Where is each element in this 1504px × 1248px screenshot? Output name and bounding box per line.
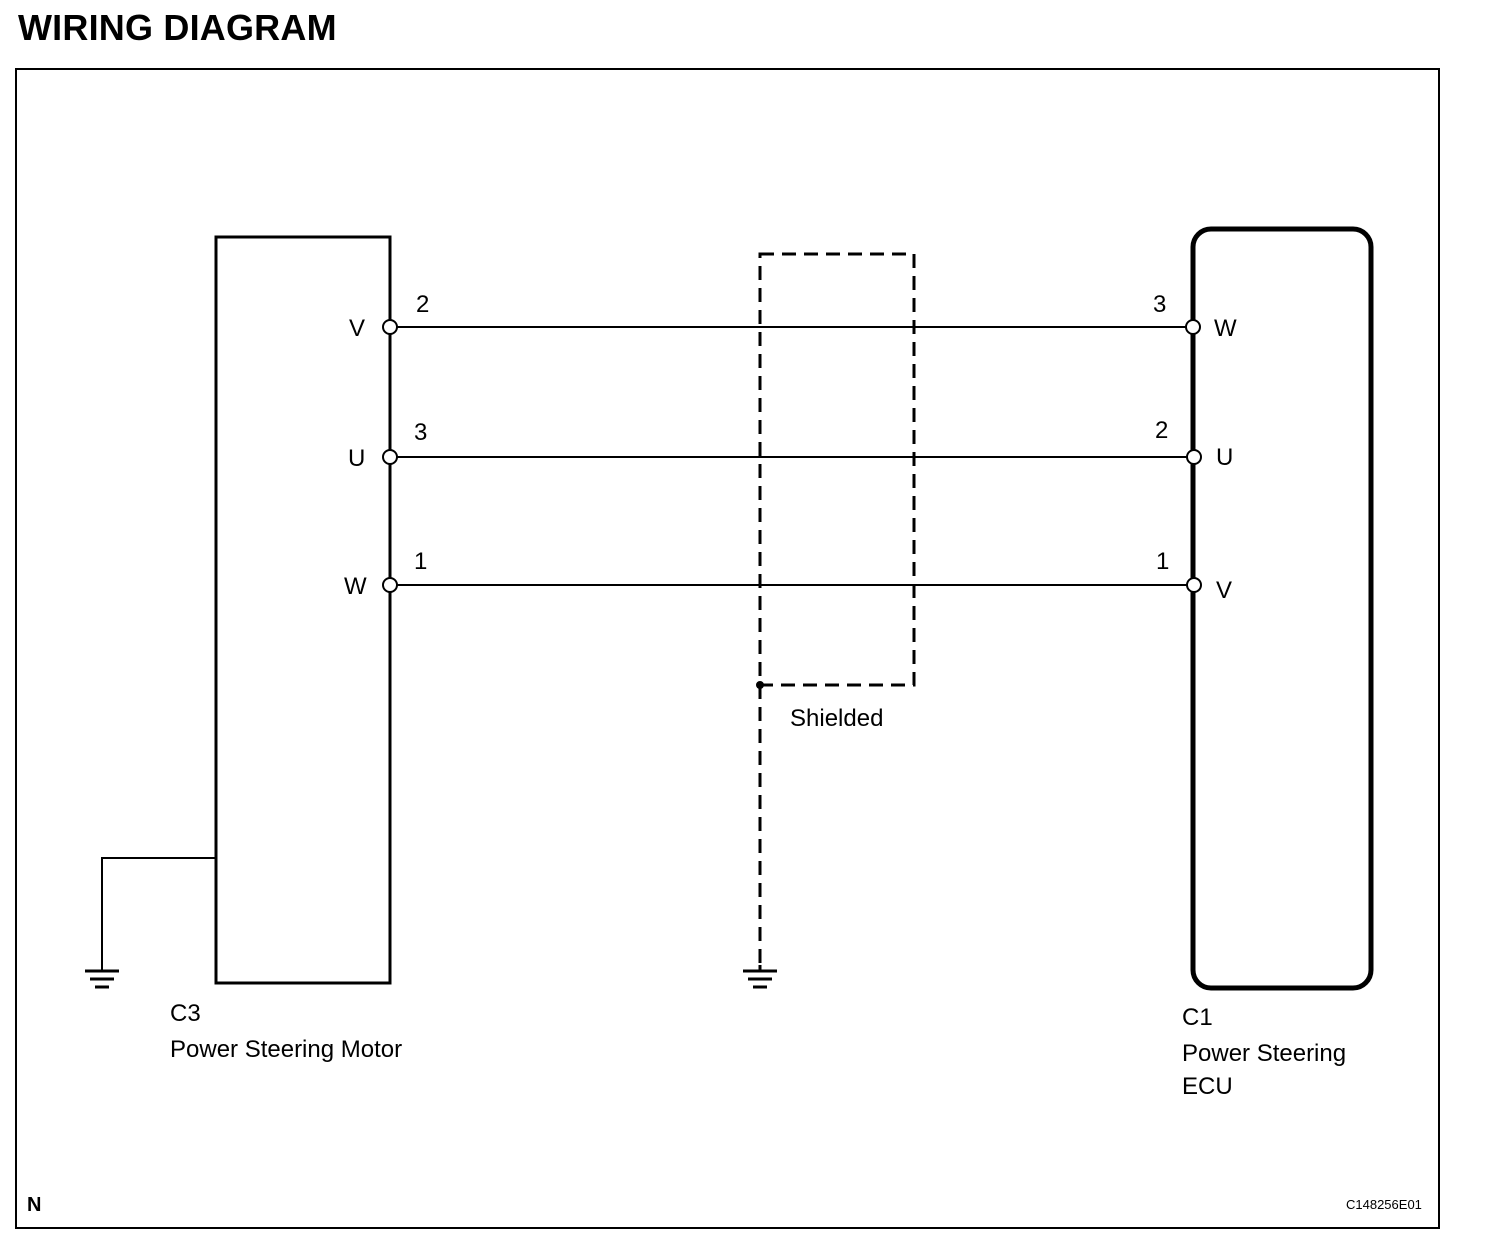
- motor-ground-icon: [85, 969, 119, 989]
- shield-box: [758, 252, 916, 687]
- ecu-connector-id: C1: [1182, 1004, 1213, 1031]
- motor-block: [214, 235, 392, 985]
- motor-pin-number: 1: [414, 548, 427, 575]
- ecu-phase-label: U: [1216, 444, 1233, 471]
- motor-phase-label: U: [348, 445, 365, 472]
- motor-phase-label: W: [344, 573, 367, 600]
- ecu-pin-number: 1: [1156, 548, 1169, 575]
- terminal-ecu-v: [1186, 577, 1202, 593]
- terminal-motor-w: [382, 577, 398, 593]
- footer-mark: N: [27, 1194, 41, 1216]
- figure-code: C148256E01: [1346, 1197, 1422, 1212]
- ecu-phase-label: V: [1216, 577, 1232, 604]
- page-title: WIRING DIAGRAM: [18, 7, 337, 48]
- motor-pin-number: 3: [414, 419, 427, 446]
- motor-pin-number: 2: [416, 291, 429, 318]
- terminal-motor-u: [382, 449, 398, 465]
- shield-label: Shielded: [790, 705, 883, 732]
- shield-ground-icon: [743, 965, 777, 989]
- ecu-block: [1190, 226, 1374, 991]
- ecu-name-line2: ECU: [1182, 1073, 1233, 1100]
- diagram-frame: [15, 68, 1440, 1229]
- terminal-ecu-u: [1186, 449, 1202, 465]
- motor-connector-id: C3: [170, 1000, 201, 1027]
- motor-ground-wire: [101, 857, 216, 971]
- motor-phase-label: V: [349, 315, 365, 342]
- terminal-ecu-w: [1185, 319, 1201, 335]
- terminal-motor-v: [382, 319, 398, 335]
- ecu-pin-number: 3: [1153, 291, 1166, 318]
- ecu-name-line1: Power Steering: [1182, 1040, 1346, 1067]
- ecu-pin-number: 2: [1155, 417, 1168, 444]
- motor-name: Power Steering Motor: [170, 1036, 402, 1063]
- ecu-phase-label: W: [1214, 315, 1237, 342]
